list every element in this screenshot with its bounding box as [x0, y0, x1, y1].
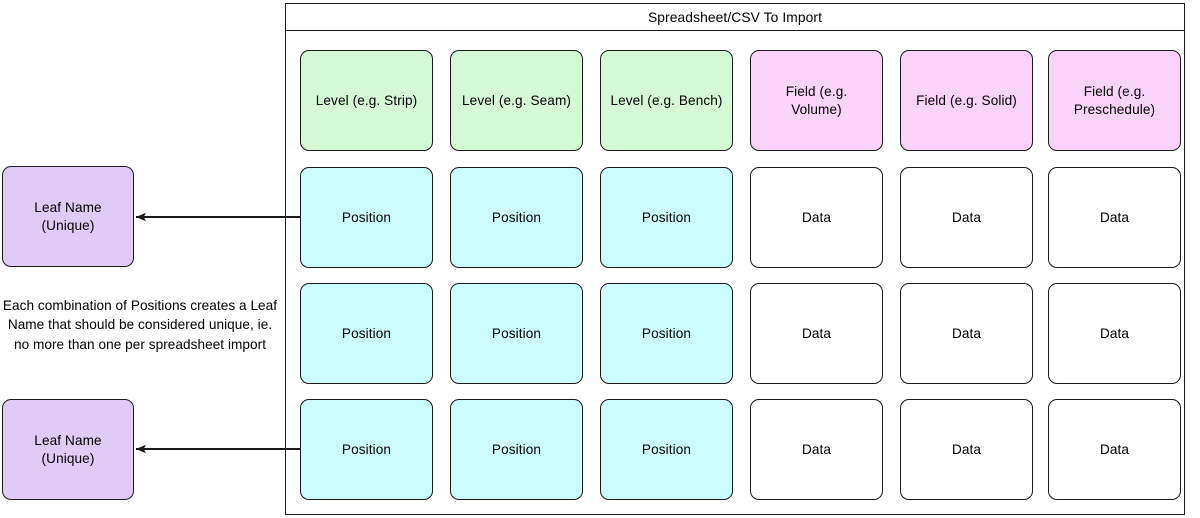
grid-cell-data-row-2-col-5[interactable]: Data: [900, 283, 1033, 384]
grid-header-level-col-1[interactable]: Level (e.g. Strip): [300, 50, 433, 151]
grid-cell-position-row-2-col-2[interactable]: Position: [450, 283, 583, 384]
grid-cell-data-row-2-col-6[interactable]: Data: [1048, 283, 1181, 384]
grid-cell-data-row-1-col-6[interactable]: Data: [1048, 167, 1181, 268]
leaf-name-box-1[interactable]: Leaf Name(Unique): [2, 166, 134, 267]
grid-cell-data-row-3-col-4[interactable]: Data: [750, 399, 883, 500]
container-title-bar: Spreadsheet/CSV To Import: [285, 3, 1185, 31]
grid-cell-position-row-3-col-2[interactable]: Position: [450, 399, 583, 500]
grid-header-field-col-4[interactable]: Field (e.g. Volume): [750, 50, 883, 151]
grid-cell-position-row-2-col-3[interactable]: Position: [600, 283, 733, 384]
grid-cell-data-row-2-col-4[interactable]: Data: [750, 283, 883, 384]
leaf-name-title: Leaf Name: [34, 433, 102, 449]
grid-header-level-col-3[interactable]: Level (e.g. Bench): [600, 50, 733, 151]
grid-cell-position-row-1-col-2[interactable]: Position: [450, 167, 583, 268]
leaf-name-subtitle: (Unique): [41, 217, 95, 233]
grid-cell-data-row-3-col-6[interactable]: Data: [1048, 399, 1181, 500]
grid-cell-position-row-3-col-3[interactable]: Position: [600, 399, 733, 500]
grid-cell-data-row-1-col-5[interactable]: Data: [900, 167, 1033, 268]
grid-header-field-col-5[interactable]: Field (e.g. Solid): [900, 50, 1033, 151]
leaf-name-subtitle: (Unique): [41, 450, 95, 466]
grid-cell-data-row-3-col-5[interactable]: Data: [900, 399, 1033, 500]
leaf-name-box-2[interactable]: Leaf Name(Unique): [2, 399, 134, 500]
grid-cell-position-row-3-col-1[interactable]: Position: [300, 399, 433, 500]
leaf-name-title: Leaf Name: [34, 200, 102, 216]
container-title-label: Spreadsheet/CSV To Import: [647, 9, 823, 25]
grid-header-field-col-6[interactable]: Field (e.g. Preschedule): [1048, 50, 1181, 151]
explanatory-caption: Each combination of Positions creates a …: [2, 298, 278, 352]
grid-header-level-col-2[interactable]: Level (e.g. Seam): [450, 50, 583, 151]
grid-cell-position-row-2-col-1[interactable]: Position: [300, 283, 433, 384]
grid-cell-data-row-1-col-4[interactable]: Data: [750, 167, 883, 268]
grid-cell-position-row-1-col-3[interactable]: Position: [600, 167, 733, 268]
spreadsheet-container: [285, 3, 1185, 515]
grid-cell-position-row-1-col-1[interactable]: Position: [300, 167, 433, 268]
